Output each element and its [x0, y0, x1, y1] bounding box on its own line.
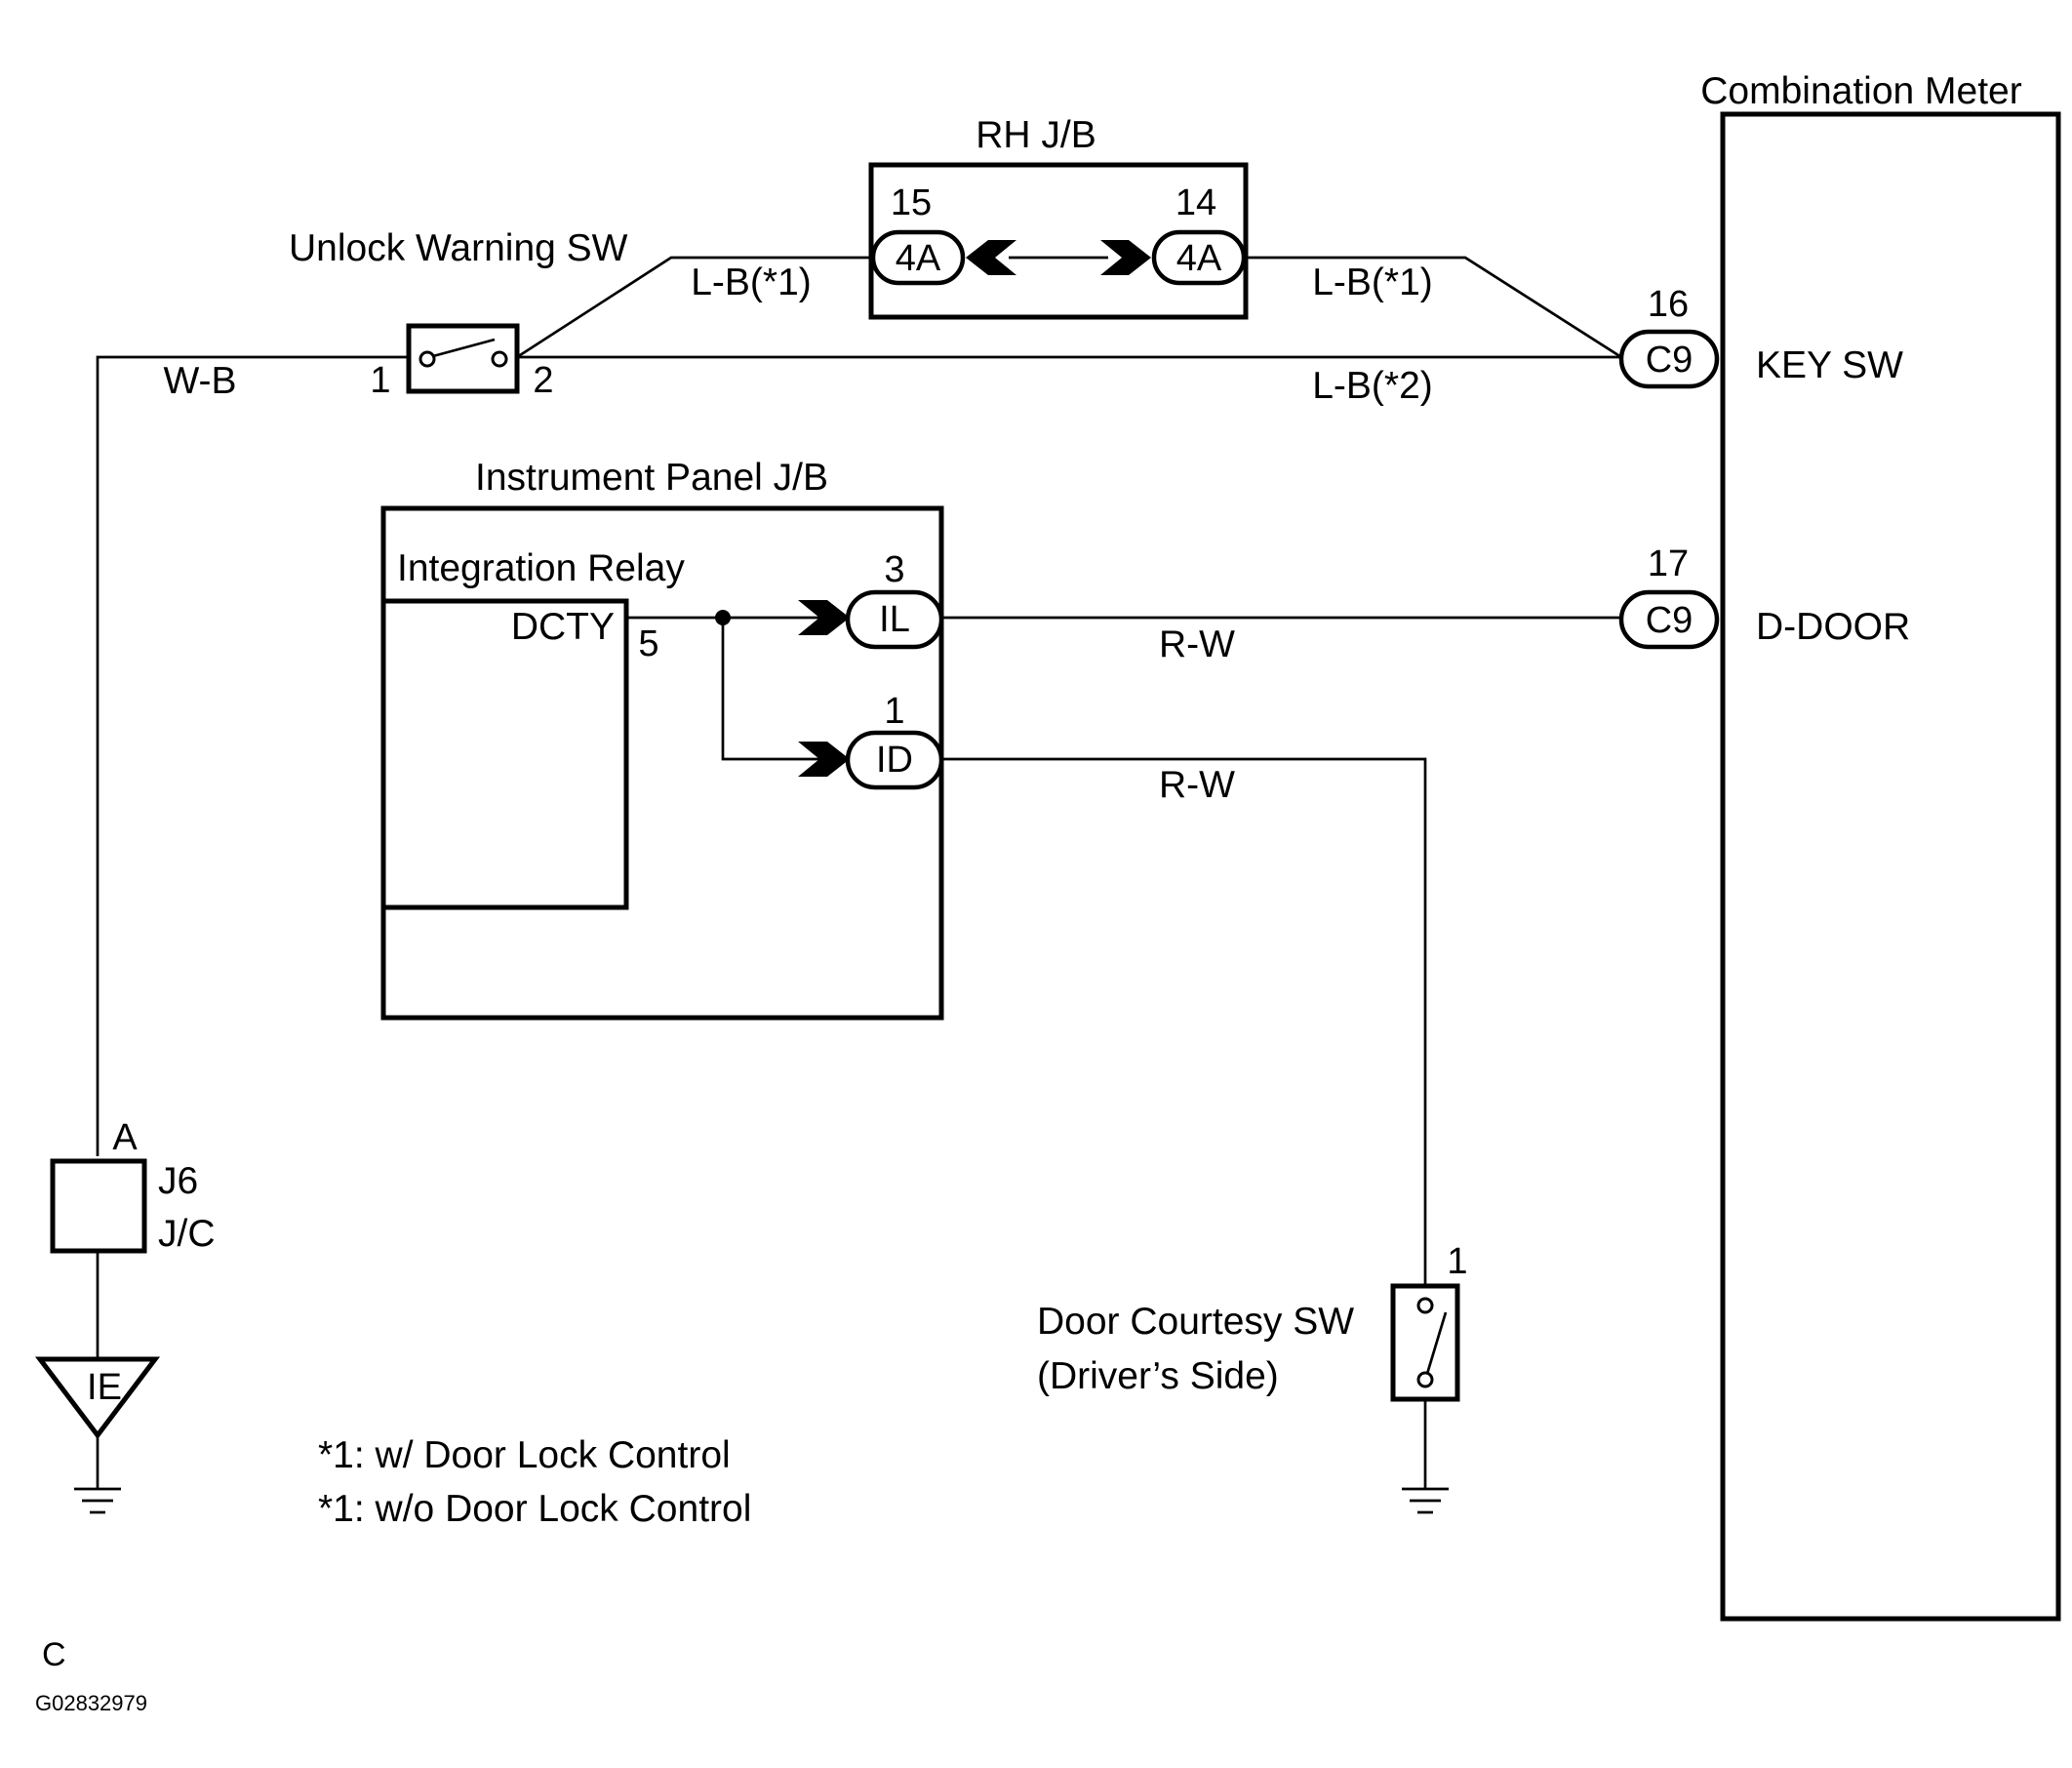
rh-jb-left-connector-label: 4A — [896, 238, 941, 279]
figure-id: G02832979 — [35, 1691, 147, 1715]
integration-relay-title: Integration Relay — [397, 547, 685, 589]
ground-point-ie-triangle — [34, 1356, 161, 1440]
dcty-pin-5: 5 — [638, 623, 658, 664]
rh-jb-right-terminal-mark — [1100, 240, 1151, 275]
door-sw-pin-1: 1 — [1447, 1241, 1467, 1282]
jc-pin-a: A — [112, 1117, 138, 1158]
jc-id-label: J6 — [158, 1160, 198, 1202]
unlock-sw-pin-2: 2 — [533, 360, 553, 401]
unlock-sw-contact-left — [418, 350, 436, 368]
integration-relay-box — [380, 598, 629, 910]
ground-symbol-door-sw — [1402, 1487, 1449, 1514]
unlock-sw-pin-1: 1 — [370, 360, 390, 401]
meter-pin-16: 16 — [1648, 284, 1689, 325]
wire-dcty-to-id — [721, 618, 848, 761]
wire-lb1-left — [516, 256, 873, 359]
section-letter: C — [42, 1636, 66, 1673]
rh-jb-box — [868, 162, 1249, 320]
il-connector-label: IL — [879, 599, 910, 640]
meter-connector-d-door — [1618, 589, 1720, 650]
rh-jb-pin-14: 14 — [1175, 182, 1216, 223]
id-connector-label: ID — [876, 740, 913, 781]
wire-lb2-label: L-B(*2) — [1312, 365, 1433, 407]
wire-lb1-right-label: L-B(*1) — [1312, 261, 1433, 303]
rh-jb-left-terminal-mark — [966, 240, 1016, 275]
d-door-terminal-label: D-DOOR — [1756, 606, 1910, 648]
jc-label: J/C — [158, 1213, 216, 1255]
wire-rw-bottom-label: R-W — [1159, 764, 1235, 806]
id-pin-1: 1 — [884, 691, 904, 732]
dcty-terminal-label: DCTY — [511, 606, 615, 648]
ground-symbol-ie — [74, 1487, 121, 1514]
rh-jb-pin-15: 15 — [891, 182, 932, 223]
wire-lb1-left-label: L-B(*1) — [691, 261, 812, 303]
junction-dot — [715, 610, 731, 625]
note-1: *1: w/ Door Lock Control — [318, 1434, 731, 1476]
meter-connector-key-sw-label: C9 — [1646, 340, 1693, 381]
wire-wb — [96, 355, 409, 1156]
door-sw-contact-top — [1416, 1297, 1434, 1314]
jc-box — [50, 1158, 147, 1254]
wire-lb1-right — [1244, 256, 1622, 359]
il-connector — [845, 589, 944, 650]
wire-rw-top-label: R-W — [1159, 623, 1235, 665]
door-courtesy-sw-subtitle: (Driver’s Side) — [1037, 1355, 1279, 1397]
unlock-sw-contact-right — [491, 350, 508, 368]
unlock-sw-lever — [432, 338, 496, 358]
ground-point-ie-label: IE — [87, 1367, 122, 1408]
id-terminal-mark — [798, 742, 850, 777]
instrument-panel-jb-title: Instrument Panel J/B — [475, 457, 828, 499]
wire-rw-to-door-sw — [941, 757, 1427, 1286]
note-2: *1: w/o Door Lock Control — [318, 1488, 751, 1530]
unlock-warning-sw-title: Unlock Warning SW — [289, 227, 628, 269]
door-sw-contact-bottom — [1416, 1371, 1434, 1388]
il-pin-3: 3 — [884, 549, 904, 590]
meter-pin-17: 17 — [1648, 543, 1689, 584]
rh-jb-title: RH J/B — [976, 114, 1096, 156]
meter-connector-key-sw — [1618, 329, 1720, 389]
rh-jb-right-connector-label: 4A — [1176, 238, 1222, 279]
combination-meter-box — [1720, 111, 2061, 1622]
il-terminal-mark — [798, 600, 850, 635]
key-sw-terminal-label: KEY SW — [1756, 344, 1903, 386]
wire-wb-label: W-B — [163, 360, 236, 402]
door-sw-lever — [1425, 1311, 1448, 1375]
meter-connector-d-door-label: C9 — [1646, 600, 1693, 641]
unlock-warning-sw-box — [406, 323, 520, 394]
door-courtesy-sw-title: Door Courtesy SW — [1037, 1301, 1354, 1343]
combination-meter-title: Combination Meter — [1700, 70, 2021, 112]
